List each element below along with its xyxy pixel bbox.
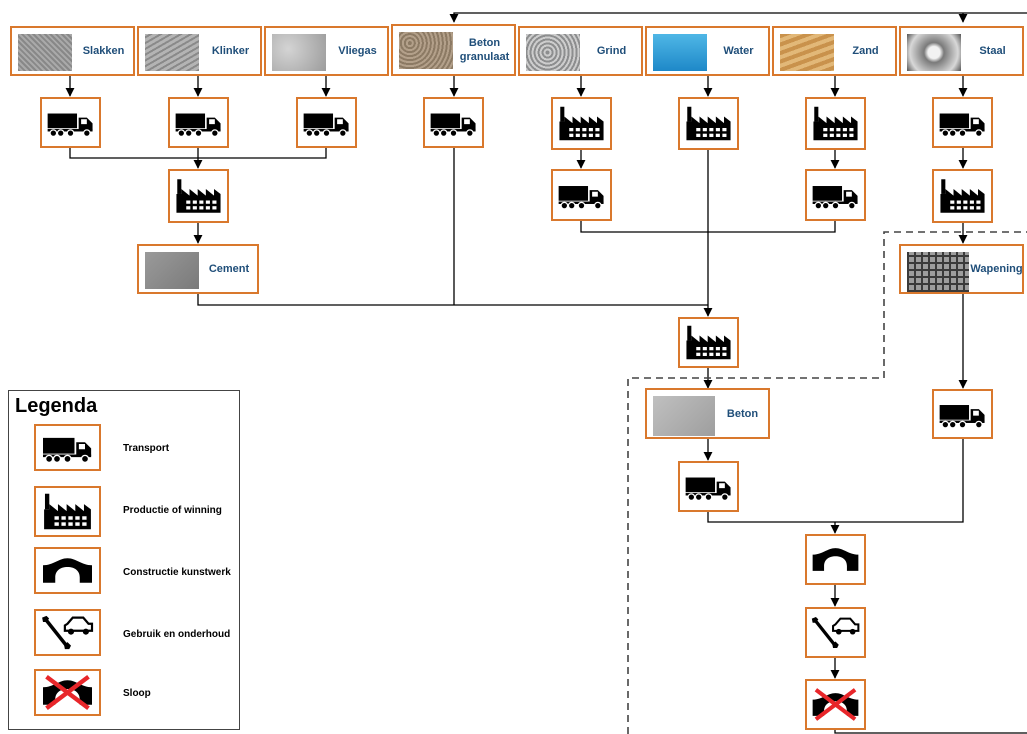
legend-demolition-icon [34, 669, 101, 716]
water-photo [653, 34, 707, 71]
transport-node [932, 97, 993, 148]
klinker-photo [145, 34, 199, 71]
demolition-node [805, 679, 866, 730]
factory-icon [174, 175, 223, 217]
truck-icon [429, 103, 478, 142]
material-label: Wapening [970, 263, 1023, 275]
truck-icon [557, 175, 606, 215]
bridge-icon [40, 553, 95, 588]
zand-photo [780, 34, 834, 71]
staal-photo [907, 34, 961, 71]
concrete-plant-node [678, 317, 739, 368]
production-node [551, 97, 612, 150]
truck-icon [40, 430, 95, 465]
legend-bridge-icon [34, 547, 101, 594]
legend: Legenda Transport Productie of winning C… [8, 390, 240, 730]
material-klinker: Klinker [137, 26, 262, 76]
system-boundary [627, 231, 1027, 734]
factory-icon [684, 103, 733, 144]
material-label: Water [723, 45, 754, 57]
car-wrench-icon [40, 615, 95, 650]
car-wrench-icon [811, 613, 860, 652]
factory-icon [40, 492, 95, 531]
material-beton: Beton [645, 388, 770, 439]
material-label: Grind [596, 45, 627, 57]
recycle-connector [449, 12, 1027, 23]
factory-icon [938, 175, 987, 217]
factory-icon [684, 323, 733, 362]
legend-label-production: Productie of winning [123, 505, 222, 516]
truck-icon [938, 395, 987, 433]
use-maintenance-node [805, 607, 866, 658]
legend-factory-icon [34, 486, 101, 537]
transport-node [805, 169, 866, 221]
truck-icon [811, 175, 860, 215]
transport-node [296, 97, 357, 148]
material-label: Beton [726, 407, 759, 420]
legend-car-wrench-icon [34, 609, 101, 656]
material-label: Slakken [82, 45, 125, 57]
beton-photo [653, 396, 715, 436]
cement-photo [145, 252, 199, 289]
grind-photo [526, 34, 580, 71]
production-node [168, 169, 229, 223]
material-zand: Zand [772, 26, 897, 76]
material-water: Water [645, 26, 770, 76]
truck-icon [302, 103, 351, 142]
legend-label-construction: Constructie kunstwerk [123, 567, 231, 578]
truck-icon [174, 103, 223, 142]
legend-title: Legenda [15, 395, 98, 417]
material-label: Beton granulaat [459, 37, 510, 63]
connectors [65, 75, 1027, 734]
production-node [805, 97, 866, 150]
legend-label-demolition: Sloop [123, 688, 151, 699]
legend-label-transport: Transport [123, 443, 170, 454]
material-label: Cement [208, 263, 250, 275]
material-label: Klinker [211, 45, 250, 57]
material-wapening: Wapening [899, 244, 1024, 294]
demolition-icon [40, 675, 95, 710]
construction-node [805, 534, 866, 585]
material-staal: Staal [899, 26, 1024, 76]
production-node [678, 97, 739, 150]
factory-icon [811, 103, 860, 144]
material-grind: Grind [518, 26, 643, 76]
legend-label-use: Gebruik en onderhoud [123, 629, 231, 640]
bridge-icon [811, 540, 860, 579]
factory-icon [557, 103, 606, 144]
material-betongranulaat: Beton granulaat [391, 24, 516, 76]
slakken-photo [18, 34, 72, 71]
production-node [932, 169, 993, 223]
material-vliegas: Vliegas [264, 26, 389, 76]
demolition-icon [811, 685, 860, 724]
transport-node [40, 97, 101, 148]
material-slakken: Slakken [10, 26, 135, 76]
material-cement: Cement [137, 244, 259, 294]
material-label: Zand [852, 45, 879, 57]
transport-node [932, 389, 993, 439]
material-label: Staal [979, 45, 1006, 57]
transport-node [551, 169, 612, 221]
material-label: Vliegas [338, 45, 377, 57]
truck-icon [938, 103, 987, 142]
transport-node [423, 97, 484, 148]
betongranulaat-photo [399, 32, 453, 69]
truck-icon [46, 103, 95, 142]
transport-node [678, 461, 739, 512]
wapening-photo [907, 252, 969, 292]
legend-truck-icon [34, 424, 101, 471]
truck-icon [684, 467, 733, 506]
transport-node [168, 97, 229, 148]
vliegas-photo [272, 34, 326, 71]
